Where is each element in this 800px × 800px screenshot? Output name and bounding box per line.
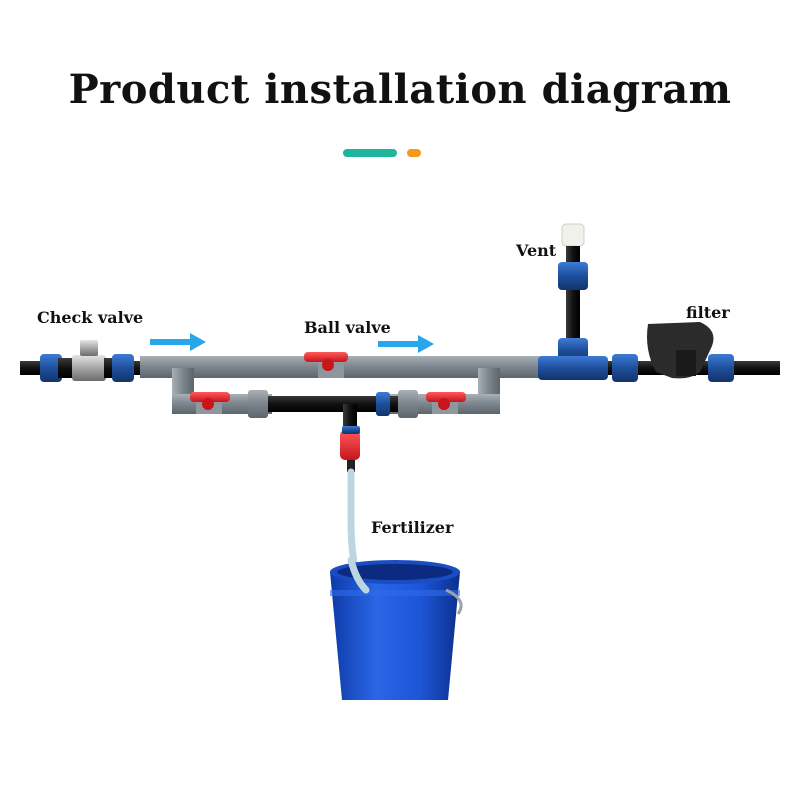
vent-label: Vent	[516, 241, 557, 260]
check-valve-icon	[40, 340, 134, 382]
accent-bar	[343, 149, 397, 157]
vent-icon	[538, 223, 608, 380]
ball-valve-left-icon	[190, 392, 230, 414]
check-valve-label: Check valve	[37, 308, 144, 327]
flow-arrow-right	[378, 335, 434, 353]
fertilizer-bucket	[330, 556, 463, 700]
ball-valve-label: Ball valve	[304, 318, 391, 337]
ball-valve-right-icon	[426, 392, 466, 414]
filter-label: filter	[686, 303, 730, 322]
accent-dot	[407, 149, 421, 157]
flow-arrow-left	[150, 333, 206, 351]
ball-valve-top-icon	[304, 352, 348, 378]
filter-icon	[612, 322, 734, 382]
venturi-injector	[268, 392, 398, 432]
fertilizer-valve-icon	[340, 426, 360, 472]
page-title: Product installation diagram	[68, 66, 732, 113]
fertilizer-label: Fertilizer	[371, 518, 454, 537]
